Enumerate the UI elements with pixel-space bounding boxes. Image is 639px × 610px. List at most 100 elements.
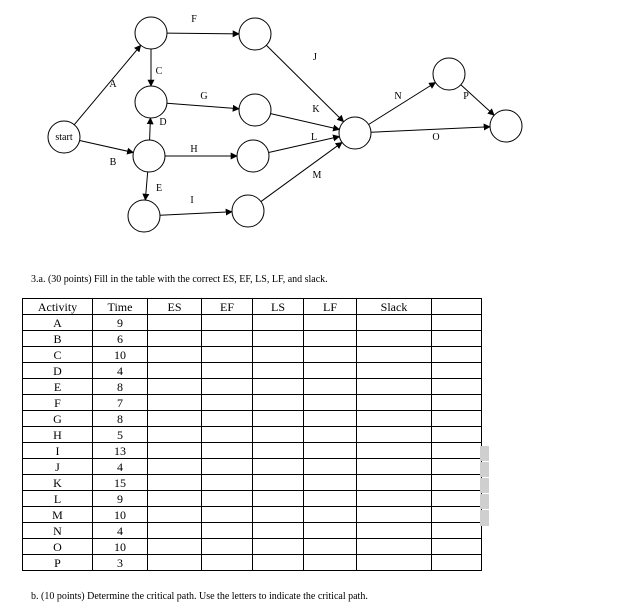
- node-circle: [134, 16, 168, 50]
- empty-cell: [303, 554, 357, 571]
- activity-cell: I: [22, 442, 93, 459]
- edge-arrow-f: [166, 30, 240, 38]
- time-cell: 9: [92, 490, 148, 507]
- empty-cell: [252, 330, 304, 347]
- empty-cell: [303, 490, 357, 507]
- empty-cell: [303, 330, 357, 347]
- edge-label: J: [313, 52, 317, 63]
- empty-cell: [147, 346, 202, 363]
- empty-cell: [147, 426, 202, 443]
- edge-label: I: [190, 195, 193, 206]
- empty-cell: [356, 314, 432, 331]
- scroll-marker: [480, 494, 489, 509]
- activity-cell: F: [22, 394, 93, 411]
- empty-cell: [201, 506, 253, 523]
- activity-cell: L: [22, 490, 93, 507]
- empty-cell: [356, 378, 432, 395]
- edge-arrow-d: [146, 117, 154, 141]
- edge-label: E: [156, 183, 162, 194]
- edge-arrow-k: [270, 113, 341, 132]
- empty-cell: [303, 410, 357, 427]
- empty-cell: [303, 378, 357, 395]
- edge-arrow-l: [268, 134, 341, 153]
- empty-cell: [356, 474, 432, 491]
- edge-label: P: [463, 91, 469, 102]
- empty-cell: [431, 394, 482, 411]
- edge-label: O: [432, 132, 439, 143]
- time-cell: 8: [92, 378, 148, 395]
- time-cell: 7: [92, 394, 148, 411]
- empty-cell: [356, 330, 432, 347]
- activity-cell: C: [22, 346, 93, 363]
- empty-cell: [252, 410, 304, 427]
- time-cell: 10: [92, 538, 148, 555]
- empty-cell: [147, 538, 202, 555]
- empty-cell: [303, 506, 357, 523]
- empty-cell: [252, 314, 304, 331]
- empty-cell: [201, 490, 253, 507]
- node-circle: [231, 194, 265, 228]
- empty-cell: [201, 394, 253, 411]
- edge-label: A: [109, 79, 117, 90]
- node-circle: [132, 139, 166, 173]
- empty-cell: [147, 490, 202, 507]
- time-cell: 10: [92, 506, 148, 523]
- table-header-cell: Activity: [22, 298, 93, 315]
- time-cell: 5: [92, 426, 148, 443]
- empty-cell: [147, 314, 202, 331]
- edge-label: N: [394, 91, 401, 102]
- empty-cell: [356, 522, 432, 539]
- table-header-cell: LF: [303, 298, 357, 315]
- time-cell: 4: [92, 522, 148, 539]
- table-header-cell: LS: [252, 298, 304, 315]
- empty-cell: [252, 490, 304, 507]
- empty-cell: [356, 490, 432, 507]
- node-circle: [236, 139, 270, 173]
- empty-cell: [303, 362, 357, 379]
- empty-cell: [431, 314, 482, 331]
- empty-cell: [356, 554, 432, 571]
- table-header-cell: EF: [201, 298, 253, 315]
- empty-cell: [431, 506, 482, 523]
- empty-cell: [431, 474, 482, 491]
- empty-cell: [147, 474, 202, 491]
- empty-cell: [147, 330, 202, 347]
- empty-cell: [303, 458, 357, 475]
- table-header-cell: ES: [147, 298, 202, 315]
- empty-cell: [252, 458, 304, 475]
- empty-cell: [201, 378, 253, 395]
- time-cell: 9: [92, 314, 148, 331]
- empty-cell: [252, 442, 304, 459]
- edge-label: H: [190, 144, 197, 155]
- empty-cell: [431, 330, 482, 347]
- empty-cell: [252, 538, 304, 555]
- node-circle: [47, 120, 81, 154]
- empty-cell: [201, 442, 253, 459]
- edge-label: C: [156, 66, 163, 77]
- empty-cell: [201, 346, 253, 363]
- empty-cell: [303, 394, 357, 411]
- time-cell: 8: [92, 410, 148, 427]
- empty-cell: [147, 442, 202, 459]
- edge-arrow-e: [142, 171, 150, 201]
- edge-arrow-a: [73, 44, 142, 126]
- node-label: start: [55, 132, 72, 143]
- empty-cell: [252, 522, 304, 539]
- empty-cell: [356, 394, 432, 411]
- empty-cell: [431, 378, 482, 395]
- empty-cell: [201, 426, 253, 443]
- empty-cell: [201, 554, 253, 571]
- edge-label: M: [313, 170, 322, 181]
- scroll-marker: [480, 462, 489, 477]
- time-cell: 10: [92, 346, 148, 363]
- edge-label: L: [311, 132, 317, 143]
- edge-arrow-m: [260, 142, 343, 202]
